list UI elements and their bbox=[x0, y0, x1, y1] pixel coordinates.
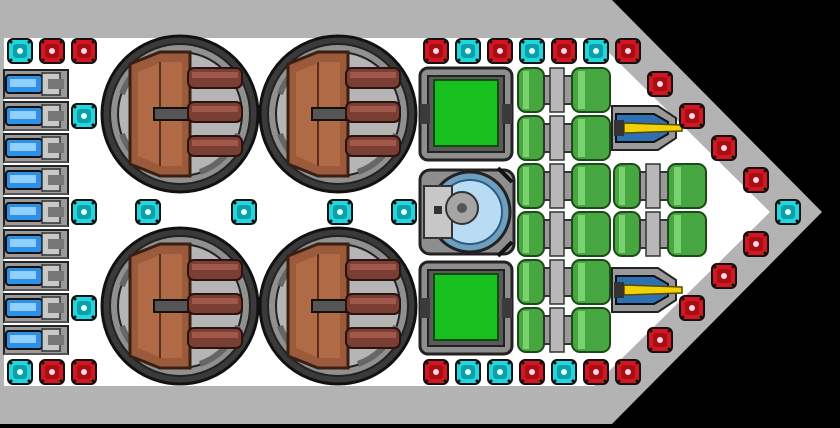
red-socket-icon[interactable] bbox=[423, 359, 449, 385]
engine-thruster-icon[interactable] bbox=[3, 261, 69, 291]
cyan-socket-icon[interactable] bbox=[231, 199, 257, 225]
red-socket-icon[interactable] bbox=[583, 359, 609, 385]
red-socket-icon[interactable] bbox=[39, 38, 65, 64]
engine-thruster-icon[interactable] bbox=[3, 229, 69, 259]
turret-bottom-left[interactable] bbox=[102, 228, 258, 384]
control-core[interactable] bbox=[418, 166, 516, 258]
cyan-socket-icon[interactable] bbox=[71, 199, 97, 225]
red-socket-icon[interactable] bbox=[711, 263, 737, 289]
cyan-socket-icon[interactable] bbox=[455, 38, 481, 64]
red-socket-icon[interactable] bbox=[711, 135, 737, 161]
cyan-socket-icon[interactable] bbox=[455, 359, 481, 385]
turret-top-right[interactable] bbox=[260, 36, 416, 192]
turret-top-left[interactable] bbox=[102, 36, 258, 192]
engine-thruster-icon[interactable] bbox=[3, 101, 69, 131]
cyan-socket-icon[interactable] bbox=[487, 359, 513, 385]
cyan-socket-icon[interactable] bbox=[583, 38, 609, 64]
red-socket-icon[interactable] bbox=[519, 359, 545, 385]
engine-thruster-icon[interactable] bbox=[3, 69, 69, 99]
red-socket-icon[interactable] bbox=[487, 38, 513, 64]
cyan-socket-icon[interactable] bbox=[7, 38, 33, 64]
engine-thruster-icon[interactable] bbox=[3, 293, 69, 323]
cyan-socket-icon[interactable] bbox=[71, 295, 97, 321]
thruster-bank bbox=[3, 69, 69, 355]
red-socket-icon[interactable] bbox=[647, 327, 673, 353]
cyan-socket-icon[interactable] bbox=[71, 103, 97, 129]
engine-thruster-icon[interactable] bbox=[3, 165, 69, 195]
red-socket-icon[interactable] bbox=[743, 231, 769, 257]
red-socket-icon[interactable] bbox=[615, 38, 641, 64]
red-socket-icon[interactable] bbox=[551, 38, 577, 64]
cyan-socket-icon[interactable] bbox=[519, 38, 545, 64]
red-socket-icon[interactable] bbox=[743, 167, 769, 193]
cyan-socket-icon[interactable] bbox=[391, 199, 417, 225]
red-socket-icon[interactable] bbox=[615, 359, 641, 385]
cyan-socket-icon[interactable] bbox=[327, 199, 353, 225]
red-socket-icon[interactable] bbox=[71, 38, 97, 64]
engine-thruster-icon[interactable] bbox=[3, 133, 69, 163]
red-socket-icon[interactable] bbox=[423, 38, 449, 64]
engine-thruster-icon[interactable] bbox=[3, 197, 69, 227]
power-panel-bottom[interactable] bbox=[418, 260, 514, 356]
red-socket-icon[interactable] bbox=[39, 359, 65, 385]
power-panel-top[interactable] bbox=[418, 66, 514, 162]
red-socket-icon[interactable] bbox=[679, 103, 705, 129]
cyan-socket-icon[interactable] bbox=[551, 359, 577, 385]
red-socket-icon[interactable] bbox=[647, 71, 673, 97]
cyan-socket-icon[interactable] bbox=[135, 199, 161, 225]
cyan-socket-icon[interactable] bbox=[775, 199, 801, 225]
red-socket-icon[interactable] bbox=[71, 359, 97, 385]
turret-bottom-right[interactable] bbox=[260, 228, 416, 384]
red-socket-icon[interactable] bbox=[679, 295, 705, 321]
engine-thruster-icon[interactable] bbox=[3, 325, 69, 355]
cyan-socket-icon[interactable] bbox=[7, 359, 33, 385]
